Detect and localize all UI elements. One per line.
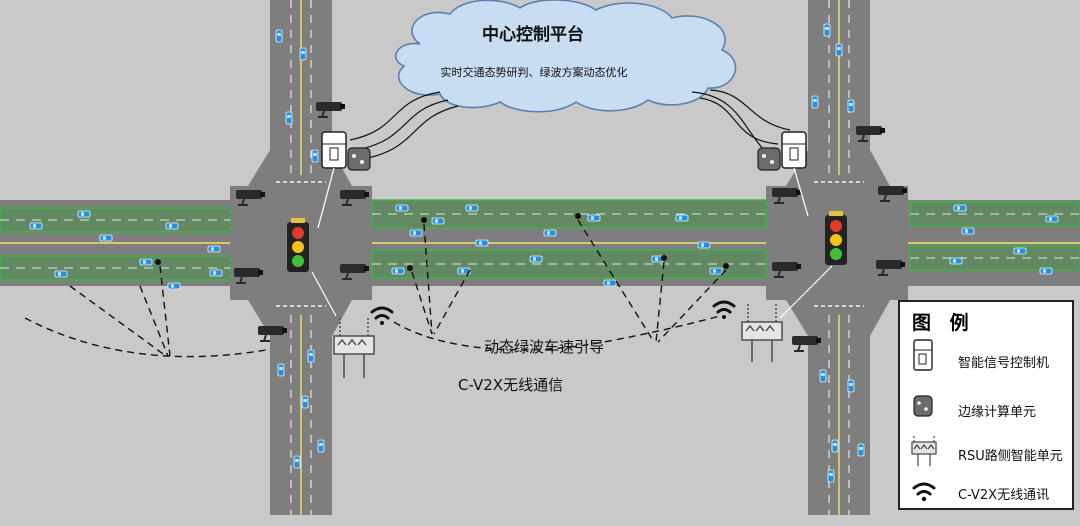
edge-computing-icon [347,147,781,171]
legend: 图 例 智能信号控制机 边缘计算单元 RSU路侧智能单元 C-V2X无线通讯 [898,300,1074,510]
cloud-title: 中心控制平台 [482,25,584,45]
traffic-scene [0,0,1080,515]
wireless-icon [912,482,936,502]
rsu-icon [333,302,783,378]
legend-label-rsu: RSU路侧智能单元 [958,449,1063,464]
legend-icons [911,339,937,502]
speed-guidance-label: 动态绿波车速引导 [484,338,605,356]
central-control-cloud [395,0,737,113]
legend-label-edge-computing: 边缘计算单元 [958,405,1037,420]
v2x-links [24,219,727,358]
signal-controller-icon [913,339,933,371]
v2x-comm-label: C-V2X无线通信 [458,376,564,394]
legend-title: 图 例 [912,312,975,334]
rsu-icon [911,434,937,466]
legend-label-signal-controller: 智能信号控制机 [958,356,1050,371]
wireless-icon [370,300,736,325]
vehicle-receivers [155,213,729,271]
traffic-light-icon [287,211,847,272]
legend-label-wireless: C-V2X无线通讯 [958,488,1050,503]
edge-computing-icon [913,395,933,417]
signal-controller-icon [321,131,807,169]
cloud-subtitle: 实时交通态势研判、绿波方案动态优化 [440,66,628,79]
